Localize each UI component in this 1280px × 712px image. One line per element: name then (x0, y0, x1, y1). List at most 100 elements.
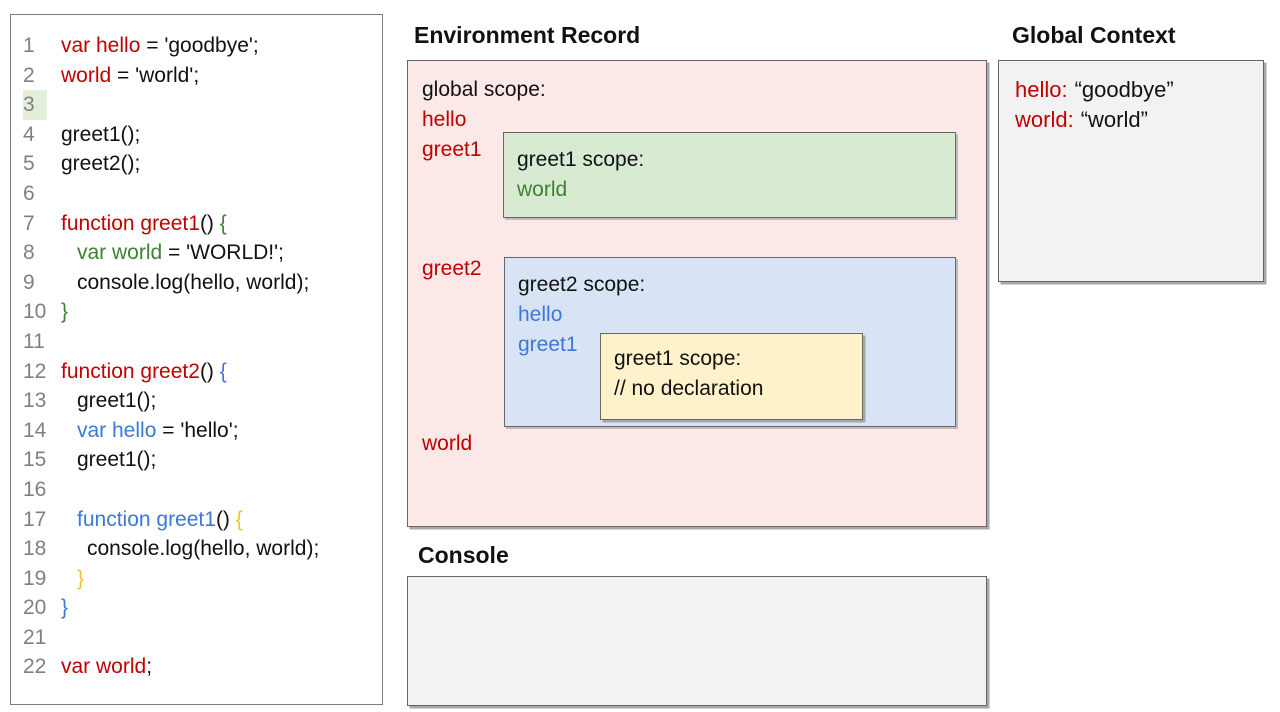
code-line: 15 greet1(); (23, 445, 382, 475)
console-title: Console (418, 542, 509, 568)
code-token: greet1(); (61, 122, 141, 146)
code-line: 16 (23, 475, 382, 505)
code-text: console.log(hello, world); (61, 534, 319, 564)
code-token: var world (77, 241, 163, 265)
global-context-entry: world:“world” (1015, 107, 1148, 133)
greet2-scope-var-greet1: greet1 (518, 333, 578, 356)
line-number: 22 (23, 655, 47, 679)
line-number: 2 (23, 63, 35, 87)
code-line: 2 world = 'world'; (23, 61, 382, 91)
line-number: 11 (23, 329, 45, 353)
global-context-value-hello: “goodbye” (1074, 77, 1174, 102)
line-number: 7 (23, 211, 35, 235)
line-number: 8 (23, 241, 35, 265)
code-token: ; (146, 655, 153, 679)
code-token: var hello (77, 418, 157, 442)
code-token: { (219, 211, 227, 235)
code-token: world (61, 63, 112, 87)
code-line: 12 function greet2() { (23, 357, 382, 387)
code-token: = 'WORLD!'; (162, 241, 284, 265)
code-token: greet1(); (77, 448, 157, 472)
code-line: 21 (23, 623, 382, 653)
line-number: 16 (23, 477, 47, 501)
code-text: } (61, 564, 84, 594)
code-token: greet1(); (77, 389, 157, 413)
greet1-inner-scope-label: greet1 scope: (614, 347, 742, 370)
code-token: var hello (61, 34, 141, 57)
code-text: greet1(); (61, 386, 156, 416)
code-line: 11 (23, 327, 382, 357)
code-token: = 'world'; (111, 63, 200, 87)
line-number-highlighted: 3 (23, 90, 61, 120)
line-number: 21 (23, 625, 47, 649)
code-text: var world; (61, 652, 152, 682)
global-context-title: Global Context (1012, 22, 1176, 48)
code-text: } (61, 593, 68, 623)
line-number: 4 (23, 122, 35, 146)
code-text: } (61, 297, 68, 327)
line-number: 14 (23, 418, 47, 442)
global-var-greet1: greet1 (422, 138, 482, 161)
code-text: world = 'world'; (61, 61, 199, 91)
code-line: 20} (23, 593, 382, 623)
global-context-key-world: world: (1015, 107, 1074, 132)
code-token: { (235, 507, 243, 531)
global-var-world: world (422, 432, 473, 455)
code-text: function greet1() { (61, 505, 243, 535)
line-number: 10 (23, 300, 47, 324)
line-number: 6 (23, 181, 35, 205)
line-number: 15 (23, 448, 47, 472)
code-text: greet1(); (61, 120, 140, 150)
code-text: greet2(); (61, 149, 140, 179)
code-line: 8 var world = 'WORLD!'; (23, 238, 382, 268)
code-token: console.log(hello, world); (77, 270, 310, 294)
line-number: 17 (23, 507, 47, 531)
greet2-scope-var-hello: hello (518, 303, 563, 326)
code-line: 13 greet1(); (23, 386, 382, 416)
code-token: () (199, 211, 220, 235)
global-context-entry: hello:“goodbye” (1015, 77, 1174, 103)
code-line: 22 var world; (23, 652, 382, 682)
line-number: 19 (23, 566, 47, 590)
code-token: { (219, 359, 227, 383)
code-text: function greet2() { (61, 357, 227, 387)
global-var-hello: hello (422, 108, 467, 131)
code-text: console.log(hello, world); (61, 268, 309, 298)
code-text: var world = 'WORLD!'; (61, 238, 284, 268)
code-text: var hello = 'hello'; (61, 416, 239, 446)
line-number: 13 (23, 389, 47, 413)
greet1-scope-var-world: world (517, 178, 568, 201)
code-token: () (215, 507, 236, 531)
global-context-box: hello:“goodbye” world:“world” (998, 60, 1264, 282)
code-token: function greet1 (61, 211, 200, 235)
code-line: 4 greet1(); (23, 120, 382, 150)
environment-record-title: Environment Record (414, 22, 641, 48)
global-var-greet2: greet2 (422, 257, 482, 280)
code-text: function greet1() { (61, 209, 227, 239)
code-line: 7 function greet1() { (23, 209, 382, 239)
console-box (407, 576, 987, 706)
code-token: function greet2 (61, 359, 200, 383)
line-number: 12 (23, 359, 47, 383)
code-token: greet2(); (61, 152, 141, 176)
greet1-inner-scope-comment: // no declaration (614, 377, 764, 400)
code-token: console.log(hello, world); (87, 537, 320, 561)
code-token: } (61, 300, 69, 324)
code-line: 3 (23, 90, 382, 120)
code-token: = 'hello'; (156, 418, 239, 442)
code-token: = 'goodbye'; (140, 34, 259, 57)
greet1-inner-scope-box: greet1 scope: // no declaration (600, 333, 863, 420)
global-context-key-hello: hello: (1015, 77, 1068, 102)
code-token: function greet1 (77, 507, 216, 531)
code-line: 17 function greet1() { (23, 505, 382, 535)
line-number: 9 (23, 270, 35, 294)
greet2-scope-label: greet2 scope: (518, 273, 646, 296)
greet1-scope-box: greet1 scope: world (503, 132, 956, 218)
code-line: 9 console.log(hello, world); (23, 268, 382, 298)
line-number: 20 (23, 596, 47, 620)
